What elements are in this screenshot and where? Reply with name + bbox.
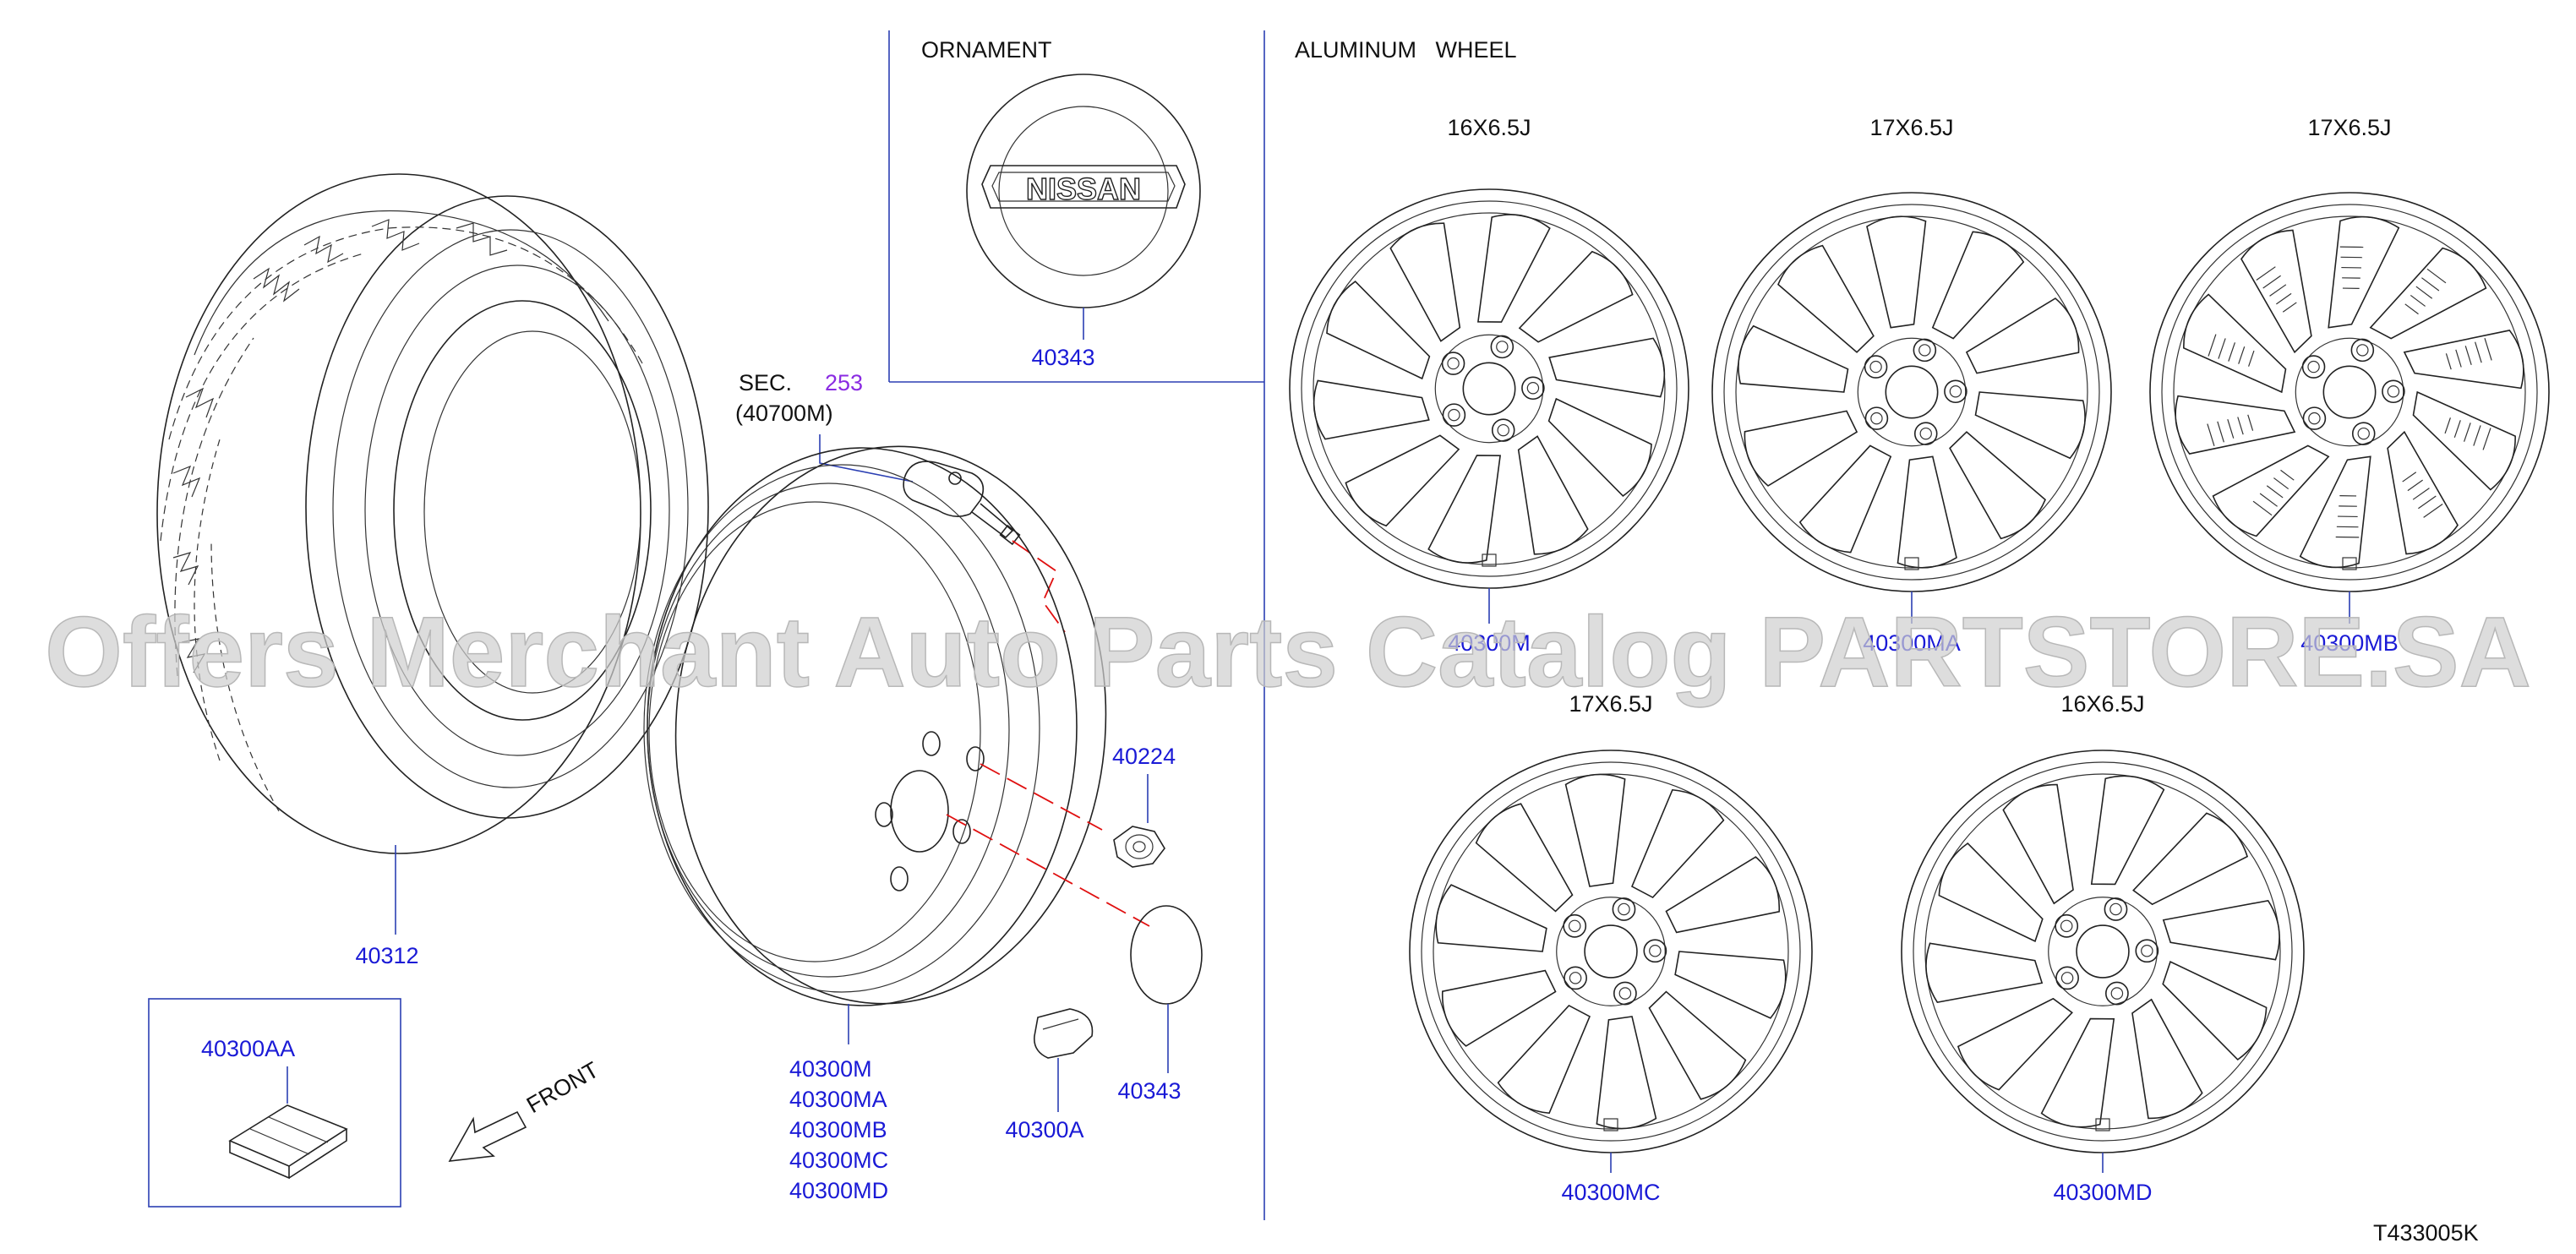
- alloy-wheel-5[interactable]: [1901, 750, 2305, 1173]
- wheel-part-number[interactable]: 40300MB: [2300, 630, 2399, 656]
- wheel-part-1[interactable]: 40300MA: [789, 1087, 887, 1112]
- section-sub-number: (40700M): [735, 401, 833, 426]
- wheel-size-label: 17X6.5J: [1569, 691, 1652, 717]
- front-label: FRONT: [522, 1057, 603, 1118]
- wheel-part-3[interactable]: 40300MC: [789, 1148, 888, 1173]
- wheel-part-number[interactable]: 40300MD: [2053, 1180, 2152, 1205]
- aluminum-wheels: 16X6.5J 40300M 17X6.5J 40300MA 17X6.5J 40300M…: [1289, 115, 2550, 1205]
- clip-part-number[interactable]: 40300A: [1005, 1117, 1083, 1142]
- wheel-part-number[interactable]: 40300M: [1448, 630, 1531, 656]
- wheel-part-number[interactable]: 40300MC: [1561, 1180, 1660, 1205]
- watermark: Offers Merchant Auto Parts Catalog PARTS…: [45, 597, 2531, 708]
- steel-wheel-drawing[interactable]: [643, 432, 1124, 1018]
- ornament-title: ORNAMENT: [921, 37, 1052, 63]
- tire-drawing[interactable]: [156, 173, 709, 854]
- balance-weight-box: [148, 998, 401, 1208]
- balance-weight-part-number[interactable]: 40300AA: [201, 1036, 295, 1061]
- ornament-part-number[interactable]: 40343: [1031, 345, 1094, 370]
- section-prefix: SEC.: [739, 370, 792, 395]
- ornament-emblem[interactable]: NISSAN: [966, 74, 1201, 308]
- wheel-size-label: 17X6.5J: [1869, 115, 1953, 140]
- tpms-sensor[interactable]: [903, 461, 1021, 546]
- center-cap[interactable]: [1130, 905, 1203, 1005]
- tire-part-number[interactable]: 40312: [355, 943, 418, 968]
- ornament-frame: [888, 30, 1265, 1220]
- wheel-part-4[interactable]: 40300MD: [789, 1178, 888, 1203]
- wheel-size-label: 17X6.5J: [2307, 115, 2391, 140]
- alloy-wheel-4[interactable]: [1409, 750, 1813, 1173]
- wheel-size-label: 16X6.5J: [2060, 691, 2144, 717]
- front-arrow-icon: [448, 1110, 527, 1162]
- diagram-code: T433005K: [2373, 1220, 2479, 1246]
- wheel-part-list: 40300M 40300MA 40300MB 40300MC 40300MD: [789, 1056, 888, 1203]
- weight-clip[interactable]: [1034, 1008, 1094, 1059]
- nissan-logo: NISSAN: [1026, 172, 1141, 206]
- wheel-part-number[interactable]: 40300MA: [1863, 630, 1961, 656]
- wheel-part-0[interactable]: 40300M: [789, 1056, 872, 1082]
- alloy-wheel-1[interactable]: [1289, 188, 1689, 624]
- alloy-wheel-2[interactable]: [1711, 192, 2112, 624]
- balance-weight[interactable]: [228, 1104, 348, 1180]
- nut-part-number[interactable]: 40224: [1112, 744, 1176, 769]
- alloy-wheel-3[interactable]: [2149, 192, 2550, 624]
- wheel-nut[interactable]: [1113, 826, 1165, 868]
- wheel-size-label: 16X6.5J: [1447, 115, 1531, 140]
- section-number-link[interactable]: 253: [825, 370, 863, 395]
- wheel-part-2[interactable]: 40300MB: [789, 1117, 887, 1142]
- cap-part-number[interactable]: 40343: [1117, 1078, 1181, 1104]
- aluminum-wheel-title: ALUMINUM WHEEL: [1295, 37, 1517, 63]
